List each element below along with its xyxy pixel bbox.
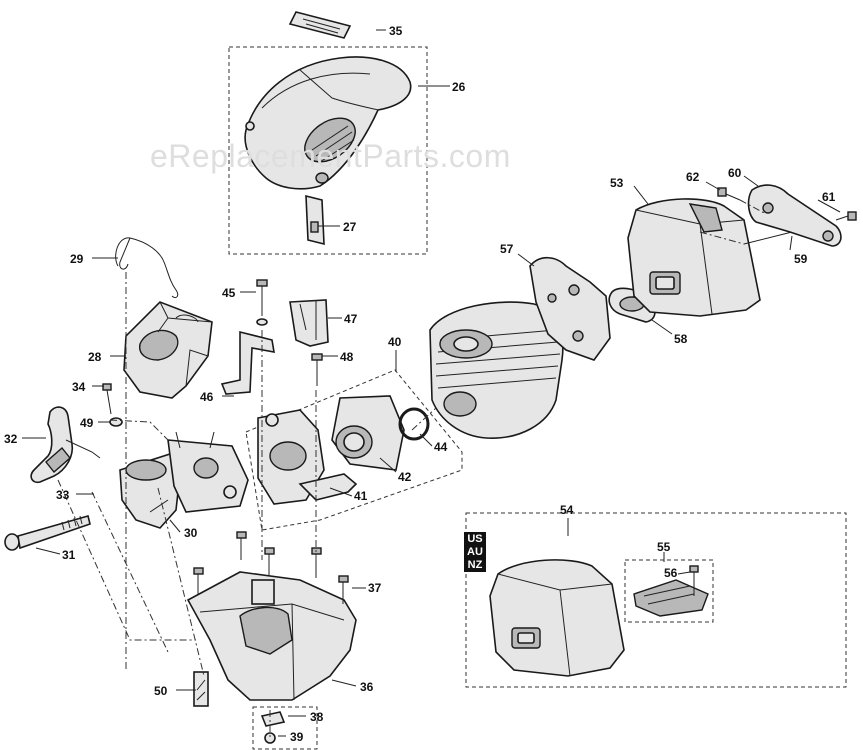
callout-56: 56 bbox=[664, 566, 678, 580]
gasket-ring-part bbox=[398, 407, 430, 441]
callout-59: 59 bbox=[794, 252, 808, 266]
decal-part bbox=[288, 11, 352, 39]
muffler-variant-box bbox=[465, 512, 847, 688]
intake-manifold-part bbox=[257, 409, 358, 505]
callout-35: 35 bbox=[389, 24, 403, 38]
callout-47: 47 bbox=[344, 312, 358, 326]
leader-lines bbox=[22, 29, 841, 740]
callout-38: 38 bbox=[310, 710, 324, 724]
callout-41: 41 bbox=[354, 489, 368, 503]
callout-58: 58 bbox=[674, 332, 688, 346]
callout-27: 27 bbox=[343, 220, 357, 234]
top-cover-part bbox=[244, 56, 412, 190]
muffler-variant-part bbox=[489, 559, 625, 677]
bracket-60-part bbox=[747, 184, 842, 247]
cylinder-part bbox=[429, 301, 564, 439]
screw-59-part bbox=[743, 231, 793, 245]
callout-34: 34 bbox=[72, 380, 86, 394]
nut-39-part bbox=[264, 732, 276, 744]
callout-50: 50 bbox=[154, 684, 168, 698]
region-us: US bbox=[467, 532, 483, 545]
callout-49: 49 bbox=[80, 416, 94, 430]
gasket-plate-part bbox=[529, 256, 611, 361]
callout-46: 46 bbox=[200, 390, 214, 404]
plate-38-part bbox=[260, 711, 286, 727]
callout-36: 36 bbox=[360, 680, 374, 694]
callout-32: 32 bbox=[4, 432, 18, 446]
screw-48-part bbox=[311, 353, 323, 386]
bolt-61-part bbox=[835, 211, 857, 221]
callout-42: 42 bbox=[398, 470, 412, 484]
crankcase-part bbox=[186, 571, 357, 701]
callout-44: 44 bbox=[434, 440, 448, 454]
callout-53: 53 bbox=[610, 176, 624, 190]
region-nz: NZ bbox=[467, 558, 483, 571]
region-badge-labels: US AU NZ bbox=[464, 532, 486, 572]
callout-57: 57 bbox=[500, 242, 514, 256]
bolt-34-part bbox=[102, 383, 112, 415]
callout-29: 29 bbox=[70, 252, 84, 266]
callout-40: 40 bbox=[388, 335, 402, 349]
callout-26: 26 bbox=[452, 80, 466, 94]
screw-56-part bbox=[689, 565, 699, 596]
callout-33: 33 bbox=[56, 488, 70, 502]
long-bolt-part bbox=[4, 515, 91, 551]
callout-62: 62 bbox=[686, 170, 700, 184]
intake-group-box bbox=[245, 369, 463, 531]
callout-55: 55 bbox=[657, 540, 671, 554]
base-fastener-box bbox=[252, 706, 318, 750]
screw-62-part bbox=[717, 187, 741, 201]
choke-lever-part bbox=[30, 406, 101, 484]
callout-61: 61 bbox=[822, 190, 836, 204]
screw-45-part bbox=[256, 279, 268, 326]
washer-49-part bbox=[109, 417, 123, 427]
callout-48: 48 bbox=[340, 350, 354, 364]
callout-28: 28 bbox=[88, 350, 102, 364]
wire-clip-part bbox=[115, 237, 179, 299]
heat-shield-box bbox=[624, 559, 714, 623]
region-au: AU bbox=[467, 545, 483, 558]
callout-54: 54 bbox=[560, 503, 574, 517]
callout-60: 60 bbox=[728, 166, 742, 180]
callout-31: 31 bbox=[62, 548, 76, 562]
bracket-47-part bbox=[289, 299, 329, 347]
filter-plate-part bbox=[305, 194, 325, 246]
muffler-part bbox=[627, 198, 761, 317]
callout-30: 30 bbox=[184, 526, 198, 540]
region-badge bbox=[464, 532, 486, 572]
cover-group-box bbox=[228, 46, 428, 255]
adapter-42-part bbox=[331, 395, 405, 471]
callout-45: 45 bbox=[222, 286, 236, 300]
decal-50-part bbox=[193, 671, 209, 707]
callout-37: 37 bbox=[368, 581, 382, 595]
callout-39: 39 bbox=[290, 730, 304, 744]
bracket-46-part bbox=[220, 330, 275, 395]
heat-shield-part bbox=[633, 579, 709, 617]
air-filter-part bbox=[123, 301, 213, 399]
carburetor-part bbox=[119, 431, 249, 529]
